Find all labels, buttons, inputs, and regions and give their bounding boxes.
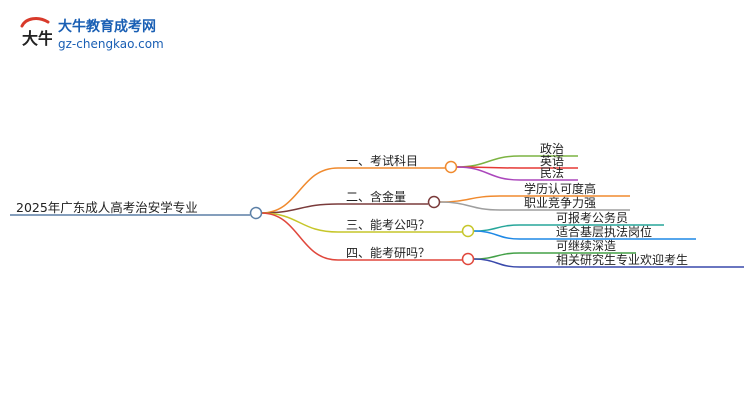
leaf-label: 可继续深造 <box>556 239 617 253</box>
connector-curve <box>473 252 521 260</box>
connector-curve <box>260 212 339 261</box>
connector-curve <box>473 230 521 240</box>
brand-url: gz-chengkao.com <box>58 37 164 51</box>
branch-node[interactable] <box>427 195 441 209</box>
leaf-label: 学历认可度高 <box>524 182 597 196</box>
leaf-label: 英语 <box>540 154 565 168</box>
brand-name: 大牛教育成考网 <box>58 19 156 35</box>
logo-mark-text: 大牛 <box>22 29 52 48</box>
connector-curve <box>439 201 501 211</box>
root-label: 2025年广东成人高考治安学专业 <box>16 200 198 215</box>
connector-curve <box>260 203 339 214</box>
bull-logo-icon: 大牛 <box>20 17 52 48</box>
branch-node[interactable] <box>444 160 458 174</box>
leaf-label: 适合基层执法岗位 <box>556 225 653 239</box>
leaf-label: 职业竞争力强 <box>524 196 597 210</box>
branch-node[interactable] <box>461 224 475 238</box>
site-logo[interactable]: 大牛 大牛教育成考网 gz-chengkao.com <box>8 10 208 60</box>
leaf-label: 政治 <box>540 142 565 156</box>
branch-label-civil-service: 三、能考公吗？ <box>346 218 431 232</box>
leaf-label: 民法 <box>540 166 565 180</box>
mindmap-connectors <box>260 155 521 268</box>
branch-label-exam-subjects: 一、考试科目 <box>346 154 419 168</box>
connector-curve <box>439 195 501 203</box>
connector-curve <box>260 167 339 214</box>
branch-label-postgraduate: 四、能考研吗？ <box>346 246 431 260</box>
leaf-label: 可报考公务员 <box>556 211 629 225</box>
connector-curve <box>473 224 521 232</box>
root-node[interactable] <box>249 206 263 220</box>
connector-curve <box>456 155 521 168</box>
branch-label-value: 二、含金量 <box>346 190 407 204</box>
connector-curve <box>456 166 521 181</box>
connector-curve <box>473 258 521 268</box>
connector-curve <box>260 212 339 233</box>
leaf-label: 相关研究生专业欢迎考生 <box>556 253 689 267</box>
branch-node[interactable] <box>461 252 475 266</box>
